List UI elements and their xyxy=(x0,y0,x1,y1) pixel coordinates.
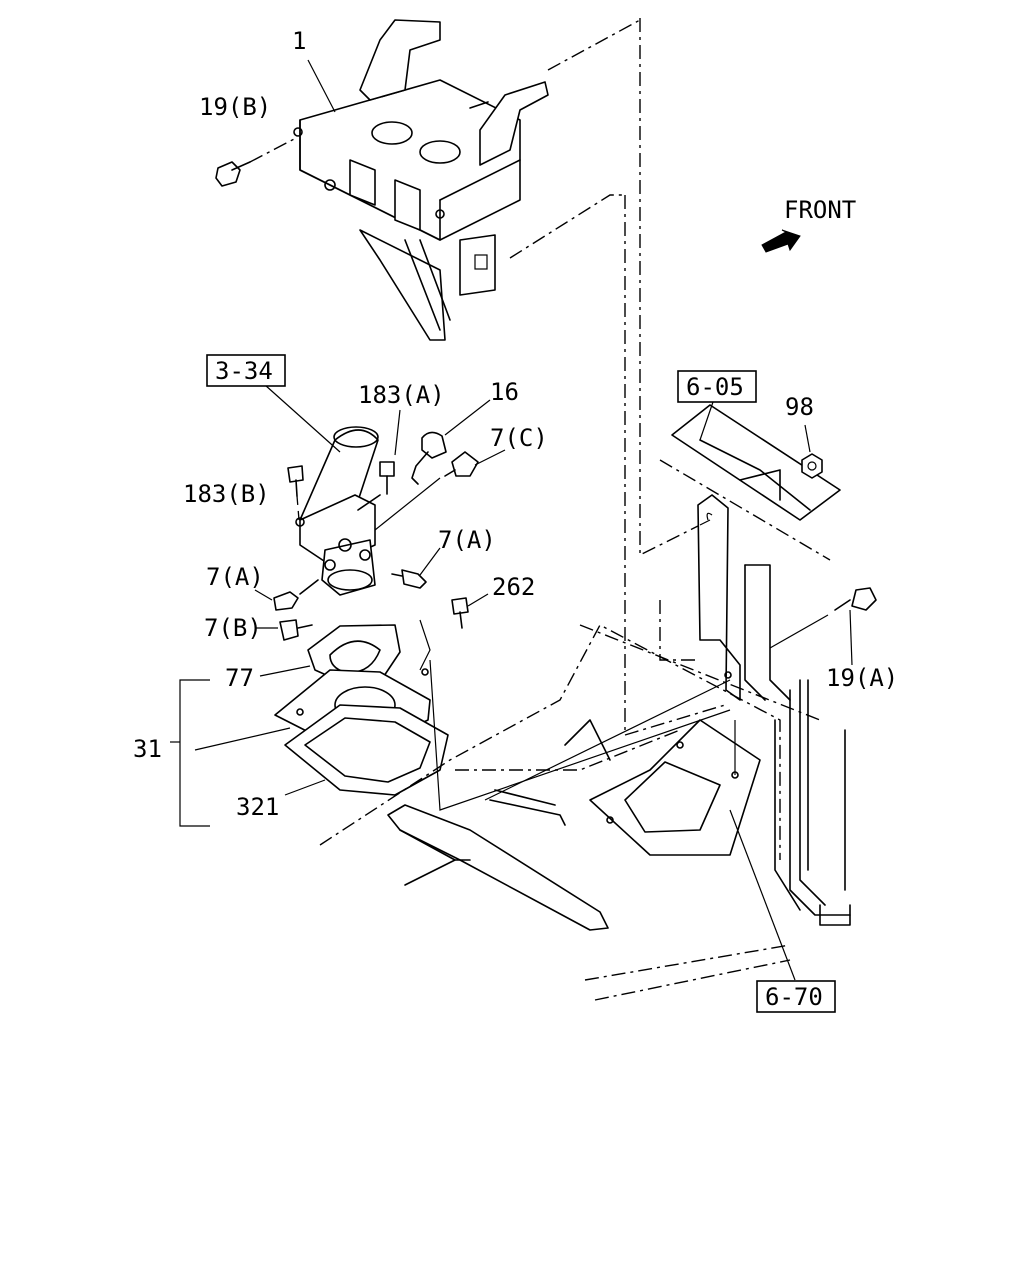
label-part-19b: 19(B) xyxy=(199,93,271,121)
front-label: FRONT xyxy=(784,196,856,224)
ref-box-3-34: 3-34 xyxy=(206,354,286,387)
ref-box-6-70: 6-70 xyxy=(756,980,836,1013)
fitting-7a-left-icon xyxy=(273,579,319,611)
switch-16-icon xyxy=(411,431,447,485)
ref-3-34-label: 3-34 xyxy=(215,357,273,385)
label-part-321: 321 xyxy=(236,793,279,821)
cross-member xyxy=(387,789,609,931)
label-part-1: 1 xyxy=(292,27,306,55)
frame-6-05 xyxy=(659,404,841,561)
label-part-7a-left: 7(A) xyxy=(206,563,264,591)
fitting-7c-icon xyxy=(374,451,479,531)
floor-panel xyxy=(319,624,821,1001)
label-part-262: 262 xyxy=(492,573,535,601)
label-part-183a: 183(A) xyxy=(358,381,445,409)
label-part-77: 77 xyxy=(225,664,254,692)
fitting-7b-icon xyxy=(279,619,313,641)
ref-6-05-label: 6-05 xyxy=(686,373,744,401)
label-part-7a-right: 7(A) xyxy=(438,526,496,554)
vertical-frame xyxy=(774,679,851,926)
valve-assembly xyxy=(295,426,381,596)
ref-6-70-label: 6-70 xyxy=(765,983,823,1011)
label-part-183b: 183(B) xyxy=(183,480,270,508)
bolt-19a-icon xyxy=(769,587,877,666)
bracket-assembly xyxy=(293,19,549,341)
ref-box-6-05: 6-05 xyxy=(677,370,757,403)
label-part-16: 16 xyxy=(490,378,519,406)
fitting-7a-right-icon xyxy=(391,569,427,589)
label-part-7c: 7(C) xyxy=(490,424,548,452)
nut-98-icon xyxy=(801,424,823,479)
bracket-19a xyxy=(659,494,791,701)
label-part-98: 98 xyxy=(785,393,814,421)
bolt-183b-icon xyxy=(287,465,304,521)
label-part-31: 31 xyxy=(133,735,162,763)
bolt-183a-icon xyxy=(379,461,395,495)
label-part-19a: 19(A) xyxy=(826,664,898,692)
label-part-7b: 7(B) xyxy=(204,614,262,642)
front-arrow: FRONT xyxy=(761,196,856,253)
bolt-262-icon xyxy=(451,593,489,629)
gasket-321 xyxy=(284,704,449,796)
bolt-19b-icon xyxy=(215,137,297,187)
